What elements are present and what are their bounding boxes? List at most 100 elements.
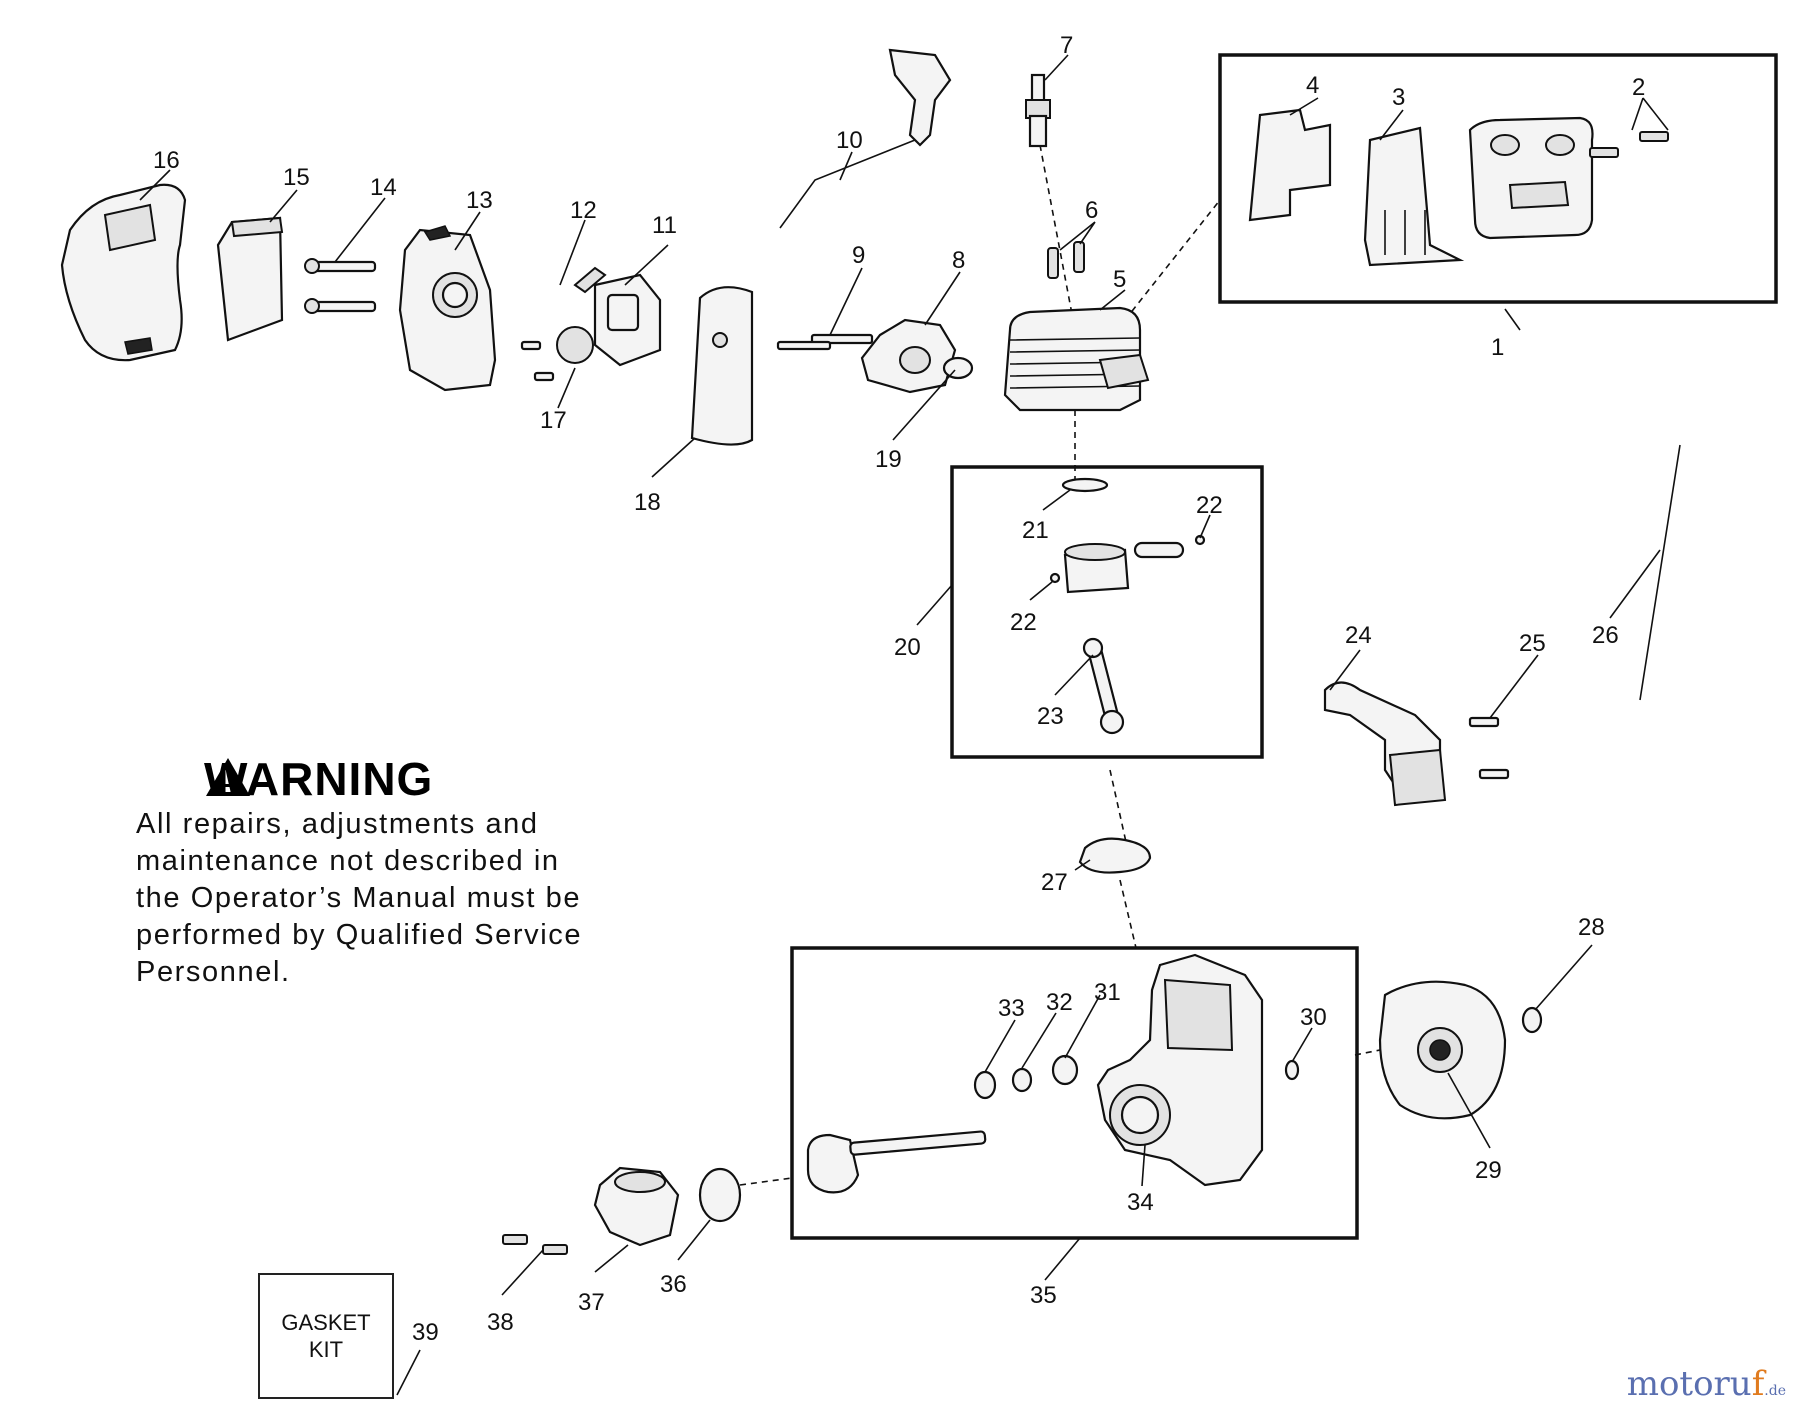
callout-7: 7 [1060, 32, 1073, 59]
callout-27: 27 [1041, 869, 1068, 896]
callout-38: 38 [487, 1309, 514, 1336]
muffler-kit-frame [1218, 53, 1778, 304]
leader-21 [1042, 489, 1071, 511]
callout-4: 4 [1306, 72, 1319, 99]
throttle-rod [779, 139, 916, 229]
oil-seal [973, 1070, 997, 1100]
leader-18 [651, 437, 696, 478]
callout-36: 36 [660, 1271, 687, 1298]
crankcase-clip [1284, 1059, 1300, 1081]
leader-30 [1291, 1027, 1313, 1063]
gasket-kit-line1: GASKET [281, 1310, 371, 1335]
piston-clip-left [1049, 572, 1061, 584]
bearing-housing [593, 1166, 680, 1247]
callout-13: 13 [466, 187, 493, 214]
callout-28: 28 [1578, 914, 1605, 941]
callout-18: 18 [634, 489, 661, 516]
muffler-screws [1589, 131, 1669, 158]
gasket-kit-box: GASKET KIT [258, 1273, 394, 1399]
leader-9 [829, 267, 863, 336]
callout-39: 39 [412, 1319, 439, 1346]
assembly-line-plug [1039, 144, 1076, 331]
warning-body: All repairs, adjustments and maintenance… [136, 806, 656, 991]
callout-35: 35 [1030, 1282, 1057, 1309]
piston [1063, 543, 1130, 594]
ignition-screws [1468, 716, 1510, 780]
callout-8: 8 [952, 247, 965, 274]
callout-5: 5 [1113, 266, 1126, 293]
leader-22b [1029, 581, 1053, 601]
leader-23 [1054, 654, 1094, 696]
leader-6 [1059, 221, 1096, 251]
callout-6: 6 [1085, 197, 1098, 224]
muffler-gasket-plate [1363, 126, 1465, 267]
crankshaft [806, 1130, 987, 1194]
warning-line: maintenance not described in [136, 845, 560, 877]
crankcase [1096, 953, 1264, 1187]
warning-triangle-icon [206, 758, 250, 796]
warning-line: performed by Qualified Service [136, 919, 583, 951]
leader-11 [624, 244, 669, 286]
warning-header: WARNING [136, 752, 656, 806]
carb-screws [520, 340, 555, 382]
leader-37 [594, 1244, 629, 1273]
watermark-tld: .de [1764, 1383, 1786, 1399]
leader-17 [557, 367, 576, 409]
callout-37: 37 [578, 1289, 605, 1316]
leader-32 [1021, 1012, 1057, 1069]
callout-31: 31 [1094, 979, 1121, 1006]
leader-19 [892, 369, 956, 441]
muffler-body [1468, 116, 1594, 240]
leader-39 [396, 1349, 421, 1396]
leader-34 [1141, 1144, 1146, 1187]
spark-plug [1025, 73, 1051, 148]
leader-28 [1534, 944, 1593, 1011]
leader-38 [501, 1249, 544, 1296]
leader-31 [1064, 994, 1101, 1059]
filter-screws [304, 258, 377, 314]
callout-21: 21 [1022, 517, 1049, 544]
callout-1: 1 [1491, 334, 1504, 361]
cylinder-bolts [1047, 241, 1085, 279]
bearing [1051, 1054, 1079, 1086]
callout-26: 26 [1592, 622, 1619, 649]
leader-16 [139, 169, 171, 201]
callout-3: 3 [1392, 84, 1405, 111]
cylinder [1003, 306, 1150, 412]
callout-12: 12 [570, 197, 597, 224]
watermark-main: motoru [1626, 1364, 1752, 1404]
leader-7 [1044, 54, 1069, 81]
housing-screws [502, 1234, 568, 1255]
muffler-heat-shield [1248, 108, 1332, 222]
leader-24 [1329, 649, 1361, 691]
warning-line: Personnel. [136, 956, 291, 988]
flywheel-washer [1521, 1006, 1543, 1034]
assembly-line-seal [739, 1177, 793, 1186]
callout-10: 10 [836, 127, 863, 154]
warning-notice: WARNING All repairs, adjustments and mai… [136, 752, 656, 991]
callout-15: 15 [283, 164, 310, 191]
leader-1 [1504, 308, 1521, 331]
callout-22b: 22 [1010, 609, 1037, 636]
leader-4 [1289, 97, 1319, 116]
callout-30: 30 [1300, 1004, 1327, 1031]
leader-3 [1379, 109, 1404, 141]
callout-17: 17 [540, 407, 567, 434]
watermark-logo: motoruf.de [1627, 1364, 1786, 1404]
air-filter-cover [60, 183, 187, 362]
crankcase-kit-frame [790, 946, 1359, 1240]
callout-11: 11 [652, 212, 677, 239]
ignition-wire [1639, 444, 1681, 701]
leader-27 [1074, 859, 1091, 871]
warning-line: the Operator’s Manual must be [136, 882, 582, 914]
bearing-seal [1011, 1067, 1033, 1093]
leader-35 [1044, 1237, 1081, 1281]
callout-33: 33 [998, 995, 1025, 1022]
callout-23: 23 [1037, 703, 1064, 730]
assembly-line-flywheel [1354, 1049, 1381, 1056]
ignition-module [1323, 681, 1447, 807]
leader-8 [924, 271, 961, 326]
callout-16: 16 [153, 147, 180, 174]
